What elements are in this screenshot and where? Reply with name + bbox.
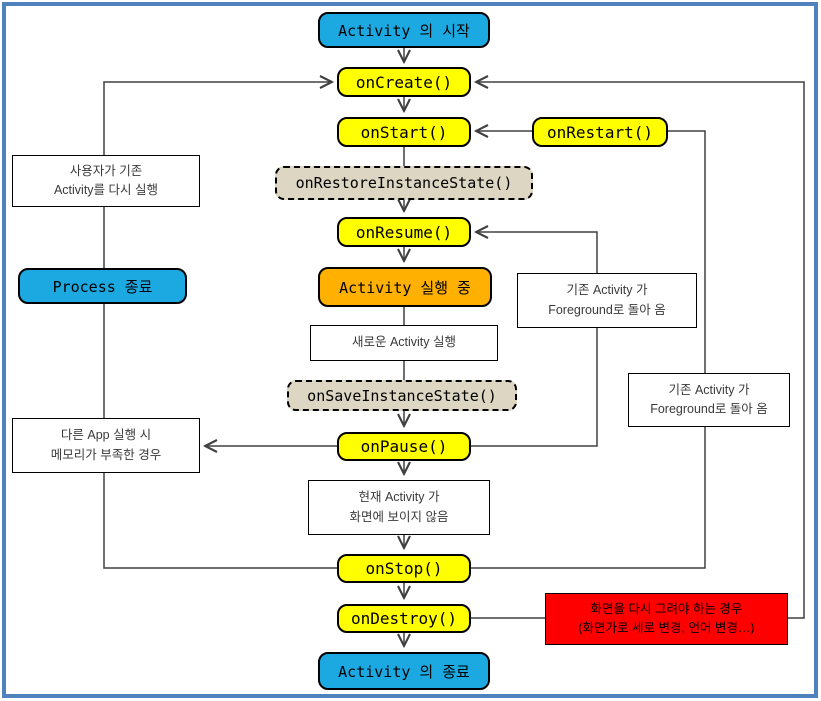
node-new-activity: 새로운 Activity 실행 [310, 325, 498, 361]
node-oncreate: onCreate() [337, 67, 471, 97]
node-not-visible: 현재 Activity 가 화면에 보이지 않음 [308, 480, 490, 535]
node-onstart: onStart() [337, 117, 471, 147]
node-ondestroy: onDestroy() [337, 604, 471, 633]
node-onstop: onStop() [337, 554, 471, 583]
node-process-end: Process 종료 [18, 268, 187, 304]
node-onpause: onPause() [337, 432, 471, 461]
node-activity-start: Activity 의 시작 [318, 12, 490, 48]
node-activity-running: Activity 실행 중 [318, 267, 492, 307]
node-user-restart: 사용자가 기존 Activity를 다시 실행 [12, 155, 200, 207]
node-low-memory: 다른 App 실행 시 메모리가 부족한 경우 [12, 418, 200, 473]
node-activity-end: Activity 의 종료 [318, 652, 490, 690]
node-foreground-return-2: 기존 Activity 가 Foreground로 돌아 옴 [628, 373, 790, 427]
node-onrestoreinstancestate: onRestoreInstanceState() [275, 166, 533, 200]
node-onsaveinstancestate: onSaveInstanceState() [287, 380, 517, 411]
node-redraw-case: 화면을 다시 그려야 하는 경우 (화면가로 세로 변경, 언어 변경…) [545, 593, 788, 645]
node-foreground-return-1: 기존 Activity 가 Foreground로 돌아 옴 [517, 273, 697, 328]
node-onresume: onResume() [337, 217, 471, 247]
node-onrestart: onRestart() [532, 117, 668, 147]
